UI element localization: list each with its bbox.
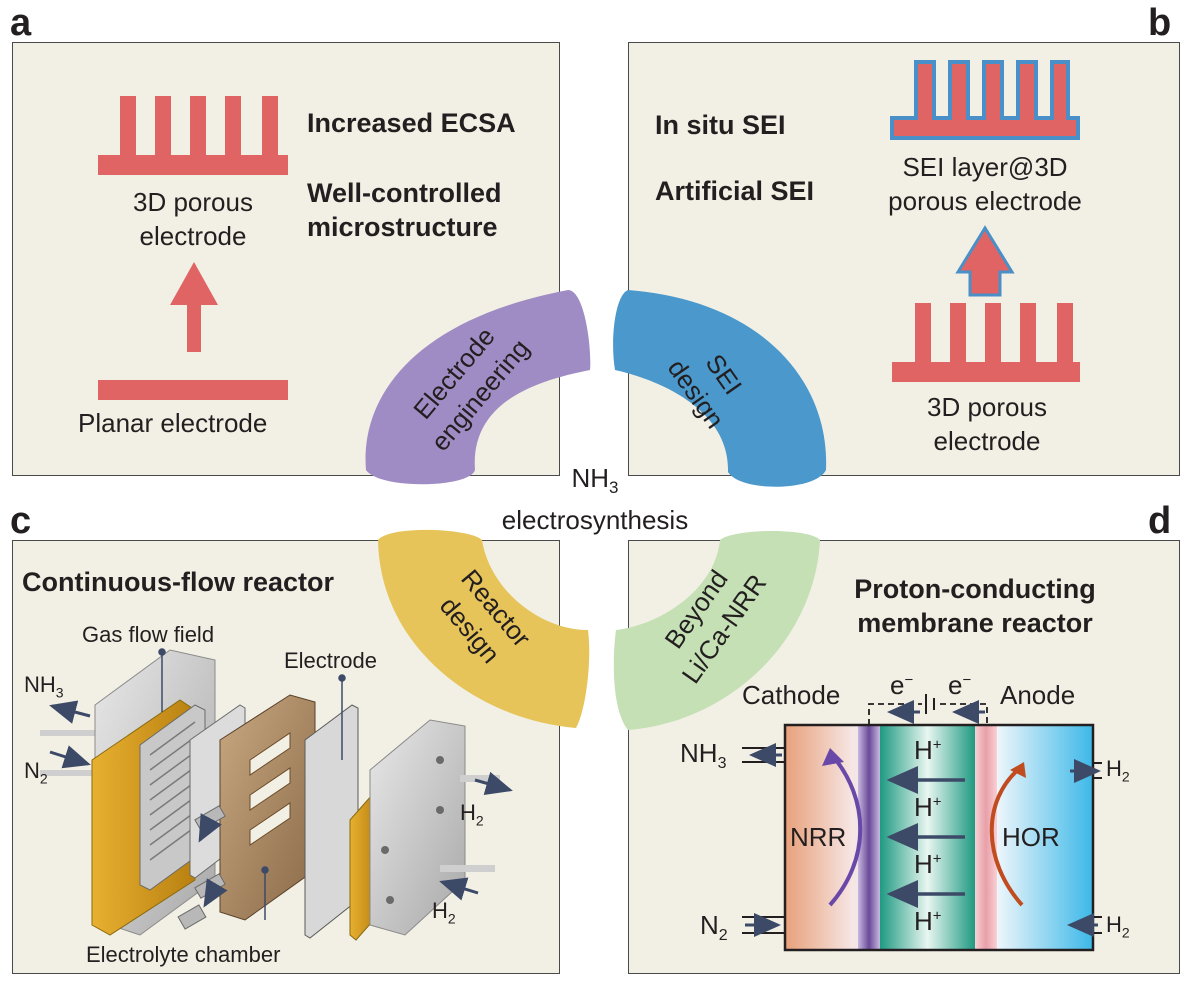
label-h2-d-top-sub: 2: [1121, 768, 1130, 785]
label-n2-c-sub: 2: [39, 770, 48, 787]
proton-3-sup: +: [932, 850, 942, 868]
feature-insitu-sei: In situ SEI: [655, 110, 786, 140]
center-ring: [365, 290, 827, 730]
label-proton-2: H+: [914, 792, 942, 823]
segment-electrode-engineering: [365, 290, 591, 485]
arrow-up-a-icon: [170, 262, 218, 352]
feature-microstructure-line1: Well-controlled: [307, 178, 502, 208]
label-n2-d: N2: [700, 910, 728, 945]
label-h2-d-bottom-sub: 2: [1121, 924, 1130, 941]
label-n2-d-main: N: [700, 910, 719, 940]
reactor-title-d-line2: membrane reactor: [857, 608, 1093, 638]
segment-reactor-design: [378, 529, 590, 728]
panel-label-b: b: [1148, 2, 1172, 44]
segment-sei-design: [613, 290, 827, 487]
reactor-title-d-line1: Proton-conducting: [854, 574, 1096, 604]
panel-label-a: a: [10, 2, 32, 44]
porous-label-b: 3D porous electrode: [892, 390, 1082, 458]
sei-label-line1: SEI layer@3D: [902, 152, 1068, 182]
label-h2-c-bottom-sub: 2: [447, 910, 456, 927]
label-h2-c-top-main: H: [460, 800, 476, 825]
porous-label-a-line1: 3D porous: [133, 187, 253, 217]
planar-label: Planar electrode: [78, 408, 268, 438]
reactor-title-c: Continuous-flow reactor: [22, 567, 334, 597]
porous-label-b-line2: electrode: [933, 426, 1041, 456]
reactor-title-d: Proton-conducting membrane reactor: [820, 572, 1130, 640]
label-h2-c-top: H2: [460, 800, 484, 828]
center-title-main: NH: [571, 463, 610, 493]
label-h2-d-top-main: H: [1106, 756, 1122, 781]
proton-3-main: H: [914, 849, 933, 879]
label-hor: HOR: [1002, 822, 1060, 852]
label-h2-c-top-sub: 2: [475, 812, 484, 829]
porous-electrode-a: [98, 96, 288, 175]
electron-right-main: e: [948, 670, 963, 700]
proton-4-sup: +: [932, 907, 942, 925]
feature-microstructure: Well-controlled microstructure: [307, 176, 502, 244]
sei-electrode: [890, 60, 1080, 140]
label-n2-c: N2: [24, 758, 48, 786]
label-nh3-d-main: NH: [680, 738, 718, 768]
proton-4-main: H: [914, 906, 933, 936]
label-nh3-d-sub: 3: [717, 755, 727, 773]
sei-label: SEI layer@3D porous electrode: [860, 150, 1110, 218]
proton-2-main: H: [914, 792, 933, 822]
electron-left-main: e: [890, 670, 905, 700]
label-h2-d-bottom-main: H: [1106, 912, 1122, 937]
label-h2-c-bottom-main: H: [432, 898, 448, 923]
label-electrolyte-chamber: Electrolyte chamber: [86, 942, 281, 967]
porous-label-a-line2: electrode: [139, 221, 247, 251]
feature-microstructure-line2: microstructure: [307, 212, 498, 242]
proton-1-sup: +: [932, 736, 942, 754]
membrane-reactor: [742, 694, 1102, 952]
segment-beyond: [613, 531, 820, 730]
label-proton-4: H+: [914, 906, 942, 937]
label-h2-c-bottom: H2: [432, 898, 456, 926]
reactor-illustration: [40, 648, 513, 941]
label-h2-d-top: H2: [1106, 756, 1130, 784]
feature-ecsa: Increased ECSA: [307, 108, 516, 138]
electron-left-sup: −: [904, 671, 914, 689]
label-nh3-c: NH3: [24, 672, 64, 700]
label-proton-1: H+: [914, 735, 942, 766]
label-n2-d-sub: 2: [718, 927, 728, 945]
porous-label-b-line1: 3D porous: [927, 392, 1047, 422]
label-proton-3: H+: [914, 849, 942, 880]
label-nrr: NRR: [790, 822, 847, 852]
label-anode: Anode: [1000, 680, 1076, 710]
center-title-line1: NH3: [470, 462, 720, 504]
arrow-up-b-icon: [955, 225, 1015, 297]
label-h2-d-bottom: H2: [1106, 912, 1130, 940]
label-nh3-c-sub: 3: [55, 684, 64, 701]
feature-artificial-sei: Artificial SEI: [655, 176, 815, 206]
label-n2-c-main: N: [24, 758, 40, 783]
electron-right-sup: −: [962, 671, 972, 689]
label-electron-right: e−: [948, 670, 971, 701]
porous-label-a: 3D porous electrode: [98, 185, 288, 253]
label-cathode: Cathode: [742, 680, 841, 710]
planar-electrode: [98, 380, 288, 400]
label-electron-left: e−: [890, 670, 913, 701]
center-title-sub: 3: [609, 478, 619, 498]
label-electrode-c: Electrode: [284, 648, 377, 673]
panel-label-c: c: [10, 500, 32, 542]
porous-electrode-b: [892, 303, 1080, 382]
sei-label-line2: porous electrode: [888, 186, 1082, 216]
proton-1-main: H: [914, 735, 933, 765]
label-gas-flow-field: Gas flow field: [82, 622, 215, 647]
center-title-line2: electrosynthesis: [501, 505, 689, 536]
label-nh3-d: NH3: [680, 738, 726, 773]
label-nh3-c-main: NH: [24, 672, 56, 697]
proton-2-sup: +: [932, 793, 942, 811]
panel-label-d: d: [1148, 500, 1172, 542]
center-title: NH3 electrosynthesis: [470, 462, 720, 536]
